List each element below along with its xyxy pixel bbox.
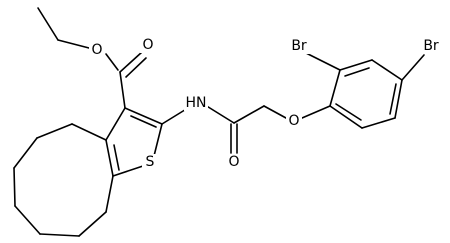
bond-ring-5 (14, 205, 41, 235)
bond-ethyl-ch3 (37, 7, 59, 41)
atom-br-ortho: Br (291, 38, 307, 54)
bond-c3a-c9a (105, 139, 114, 177)
bond-ar-4 (394, 79, 403, 119)
bond-ring-3 (13, 137, 38, 169)
atom-amide-o: O (228, 154, 239, 170)
bond-s-c9a (112, 165, 144, 177)
bond-ar-3 (371, 59, 403, 81)
bond-ar-4-inner (389, 83, 397, 115)
bond-ring-8 (105, 175, 114, 213)
atom-ester-o-single: O (91, 42, 102, 58)
bond-ar-2 (339, 59, 373, 71)
bond-ring-6 (39, 233, 80, 237)
bond-ring-4 (13, 167, 16, 207)
bond-ar-6-inner (335, 103, 362, 121)
atom-layer: O O HN O O S Br Br (89, 37, 442, 170)
bond-ar-br-para (401, 54, 425, 81)
bond-layer (13, 7, 425, 237)
bond-ring-7 (78, 211, 107, 237)
bond-c3-c3a (105, 107, 126, 141)
bond-carbonyl-double-b (125, 57, 147, 78)
bond-ar-1 (329, 69, 341, 107)
bond-co-ch2 (233, 105, 265, 124)
bond-ring-1 (71, 123, 107, 141)
bond-o-carbonyl (105, 53, 119, 71)
bond-carbonyl-double-a (119, 51, 143, 73)
bond-c3-c2 (124, 107, 163, 125)
bond-c2-nh (161, 107, 189, 125)
bond-o-aryl (301, 105, 331, 119)
bond-ch2-o (263, 105, 287, 119)
atom-amide-n: HN (186, 95, 207, 111)
bond-c3a-c9a-inner (113, 144, 120, 171)
atom-br-para: Br (423, 38, 439, 54)
bond-c2-s (153, 123, 163, 157)
bond-ar-6 (329, 105, 363, 129)
bond-ethyl-ch2-o (57, 39, 90, 49)
atom-ester-o-double: O (142, 37, 153, 53)
bond-ar-5 (361, 117, 396, 129)
bond-nh-co (204, 104, 235, 124)
bond-carbonyl-c3 (119, 71, 126, 109)
atom-ether-o: O (288, 113, 299, 129)
bond-ar-br-ortho (305, 52, 341, 71)
bond-c3-c2-inner (130, 115, 157, 128)
bond-ar-2-inner (344, 67, 370, 77)
bond-ring-2 (36, 123, 73, 139)
atom-sulfur: S (146, 154, 155, 170)
